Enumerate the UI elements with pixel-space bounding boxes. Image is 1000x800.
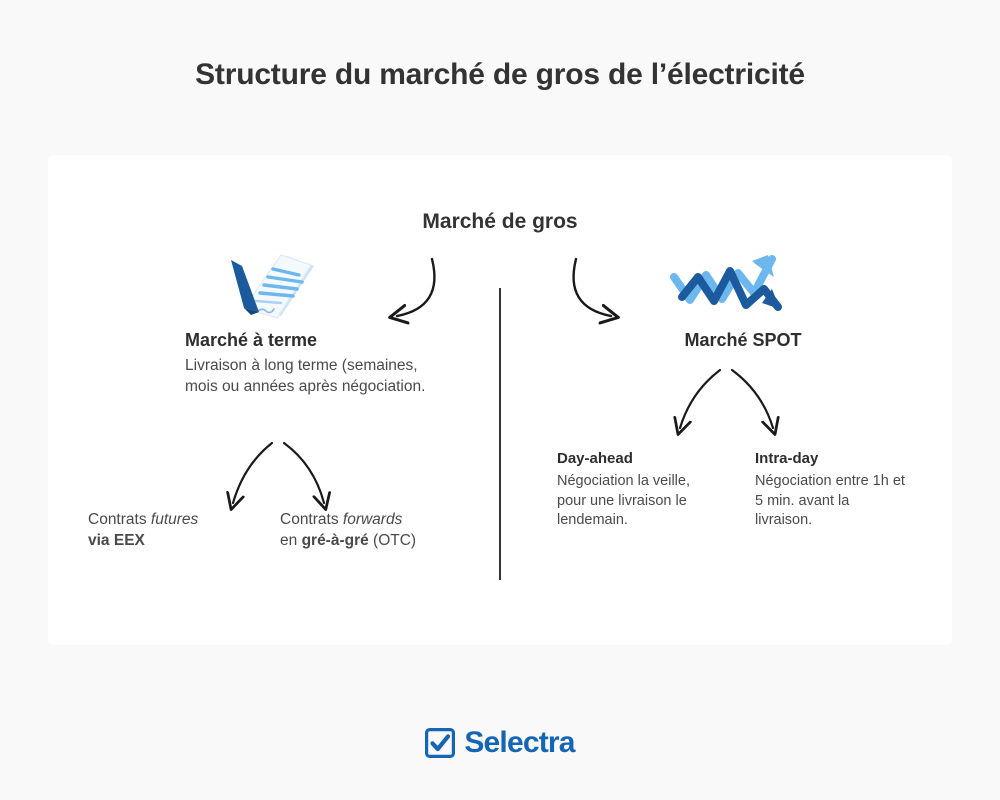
arrow-spot-to-intraday <box>730 368 773 428</box>
marche-spot-title: Marché SPOT <box>684 330 802 350</box>
forwards-line2-suffix: (OTC) <box>368 531 417 549</box>
node-day-ahead: Day-ahead Négociation la veille, pour un… <box>557 450 707 531</box>
arrow-terme-to-futures <box>233 441 274 503</box>
node-contrats-futures: Contrats futures via EEX <box>88 510 288 551</box>
checkbox-check-icon <box>425 728 456 758</box>
forwards-prefix: Contrats <box>280 511 343 528</box>
node-intra-day: Intra-day Négociation entre 1h et 5 min.… <box>755 450 905 531</box>
day-ahead-body: Négociation la veille, pour une livraiso… <box>557 473 690 529</box>
forwards-line2-prefix: en <box>280 531 302 549</box>
branch-divider <box>499 288 501 580</box>
page-title: Structure du marché de gros de l’électri… <box>195 58 805 91</box>
volatility-arrows-icon <box>668 245 786 323</box>
forwards-italic: forwards <box>342 511 403 528</box>
contrats-futures-line2: via EEX <box>88 531 288 552</box>
marche-terme-body: Livraison à long terme (semaines, mois o… <box>185 357 426 395</box>
contrats-forwards-line2: en gré-à-gré (OTC) <box>280 531 495 552</box>
selectra-logo: Selectra <box>0 728 1000 758</box>
branch-marche-a-terme: Marché à terme Livraison à long terme (s… <box>185 330 445 397</box>
arrow-heading-to-terme <box>397 257 436 316</box>
arrow-terme-to-forwards <box>282 441 324 503</box>
diagram-heading: Marché de gros <box>422 210 578 233</box>
futures-italic: futures <box>150 511 199 528</box>
arrow-heading-to-spot <box>572 257 611 316</box>
intra-day-body: Négociation entre 1h et 5 min. avant la … <box>755 473 905 529</box>
contrats-futures-line1: Contrats futures <box>88 510 288 531</box>
selectra-wordmark: Selectra <box>464 726 575 759</box>
arrow-spot-to-dayahead <box>680 368 722 428</box>
futures-prefix: Contrats <box>88 511 151 528</box>
futures-bold: via EEX <box>88 531 145 549</box>
contrats-forwards-line1: Contrats forwards <box>280 510 495 531</box>
signed-contract-icon <box>211 250 319 322</box>
marche-terme-title: Marché à terme <box>185 330 318 350</box>
diagram-card: Marché de gros <box>48 155 952 645</box>
day-ahead-title: Day-ahead <box>557 450 633 467</box>
forwards-bold: gré-à-gré <box>301 531 369 549</box>
node-contrats-forwards: Contrats forwards en gré-à-gré (OTC) <box>280 510 495 551</box>
branch-marche-spot: Marché SPOT <box>613 330 873 356</box>
intra-day-title: Intra-day <box>755 450 819 467</box>
